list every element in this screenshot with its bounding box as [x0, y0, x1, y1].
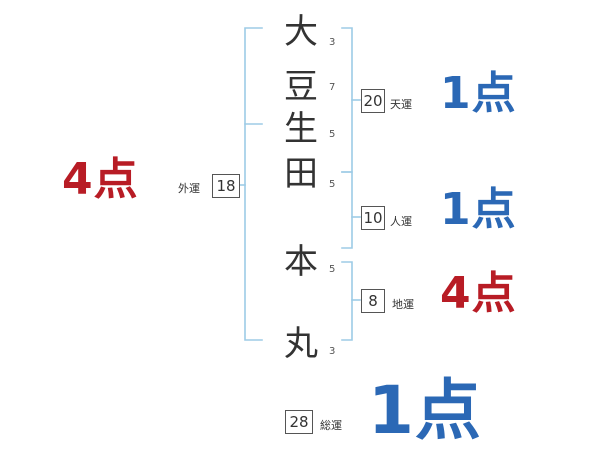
- jinkaku-bracket: [341, 171, 353, 249]
- soukaku-label: 総運: [320, 419, 342, 432]
- jinkaku-value-box: 10: [361, 206, 385, 230]
- chikaku-points: 4点: [440, 268, 517, 319]
- name-char-1: 大: [284, 12, 318, 52]
- tenkaku-points: 1点: [440, 68, 517, 119]
- tenkaku-bracket: [341, 27, 353, 173]
- stroke-count-2: 7: [329, 82, 336, 93]
- chikaku-bracket: [341, 261, 353, 341]
- gaikaku-bracket: [244, 27, 263, 341]
- stroke-count-3: 5: [329, 129, 336, 140]
- name-char-5: 本: [284, 242, 318, 282]
- jinkaku-points: 1点: [440, 184, 517, 235]
- name-char-3: 生: [284, 109, 318, 149]
- name-char-4: 田: [284, 154, 318, 194]
- stroke-count-5: 5: [329, 264, 336, 275]
- soukaku-value-box: 28: [285, 410, 313, 434]
- gaikaku-points: 4点: [62, 154, 139, 205]
- stroke-count-1: 3: [329, 37, 336, 48]
- chikaku-label: 地運: [392, 298, 414, 311]
- soukaku-points: 1点: [368, 372, 482, 449]
- name-char-6: 丸: [284, 324, 318, 364]
- name-char-2: 豆: [284, 67, 318, 107]
- tenkaku-label: 天運: [390, 98, 412, 111]
- jinkaku-label: 人運: [390, 215, 412, 228]
- stroke-count-6: 3: [329, 346, 336, 357]
- gaikaku-label: 外運: [178, 182, 200, 195]
- chikaku-value-box: 8: [361, 289, 385, 313]
- tenkaku-value-box: 20: [361, 89, 385, 113]
- stroke-count-4: 5: [329, 179, 336, 190]
- gaikaku-value-box: 18: [212, 174, 240, 198]
